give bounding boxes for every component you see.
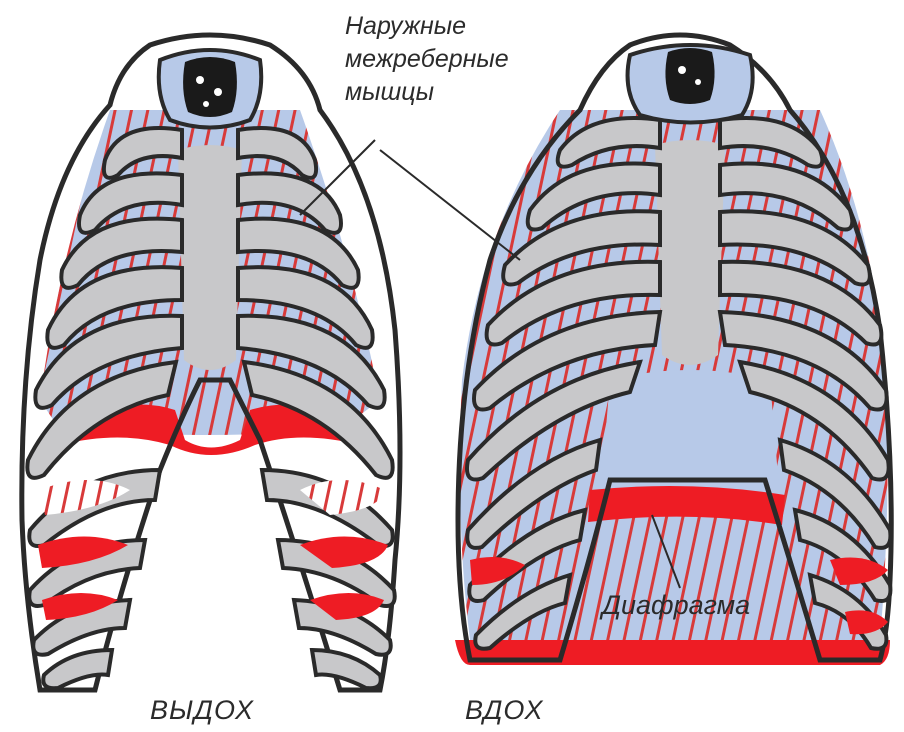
- exhale-sternum: [178, 145, 242, 370]
- muscles-label-line2: межреберные: [345, 43, 509, 76]
- exhale-ribcage: [22, 35, 400, 690]
- inhale-vertebra: [628, 45, 753, 123]
- exhale-lower-muscles: [38, 480, 388, 620]
- muscles-label-line3: мышцы: [345, 76, 509, 109]
- muscles-label-line1: Наружные: [345, 10, 509, 43]
- muscles-leader-right: [380, 150, 520, 260]
- intercostal-muscles-label: Наружные межреберные мышцы: [345, 10, 509, 109]
- inhale-caption: ВДОХ: [465, 695, 544, 726]
- inhale-sternum: [655, 140, 725, 365]
- exhale-caption: ВЫДОХ: [150, 695, 254, 726]
- exhale-vertebra: [159, 50, 262, 128]
- diaphragm-label: Диафрагма: [602, 590, 750, 621]
